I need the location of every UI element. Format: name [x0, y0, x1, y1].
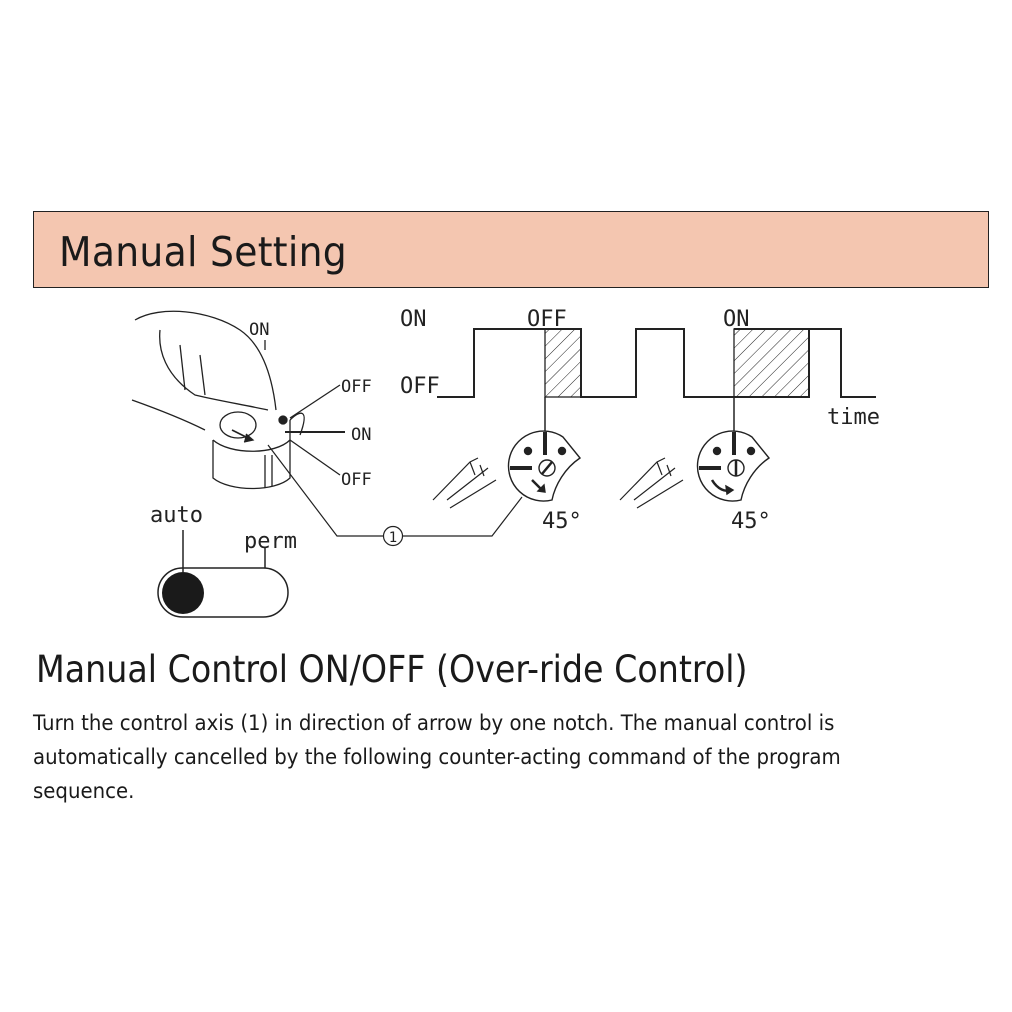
event-on-label: ON [723, 307, 750, 332]
dial-1-angle: 45° [542, 509, 582, 534]
level-off-label: OFF [400, 374, 440, 399]
callout-leader [267, 444, 523, 547]
dial-2-icon [696, 430, 771, 502]
hand-gesture-icon [432, 457, 684, 509]
knob-label-off-upper: OFF [341, 377, 372, 397]
callout-number: 1 [389, 530, 397, 546]
knob-label-on-mid: ON [351, 425, 371, 445]
hand-knob-illustration [131, 310, 345, 490]
section-header: Manual Setting [33, 211, 989, 288]
timing-chart [437, 328, 876, 432]
page-title: Manual Setting [59, 228, 347, 276]
dial-2-angle: 45° [731, 509, 771, 534]
knob-label-off-lower: OFF [341, 470, 372, 490]
section-body: Turn the control axis (1) in direction o… [33, 711, 841, 803]
switch-label-auto: auto [150, 503, 203, 528]
time-axis-label: time [827, 405, 880, 430]
knob-label-on-top: ON [249, 320, 269, 340]
section-title: Manual Control ON/OFF (Over-ride Control… [36, 648, 748, 691]
program-signal-line [437, 328, 876, 398]
switch-label-perm: perm [244, 529, 297, 554]
level-on-label: ON [400, 307, 427, 332]
dial-1-icon [507, 430, 582, 502]
override-on-area [733, 328, 810, 398]
override-off-area [544, 328, 582, 398]
auto-perm-switch [157, 530, 289, 618]
switch-knob [162, 572, 204, 614]
callout-circle [382, 525, 404, 547]
event-off-label: OFF [527, 307, 567, 332]
